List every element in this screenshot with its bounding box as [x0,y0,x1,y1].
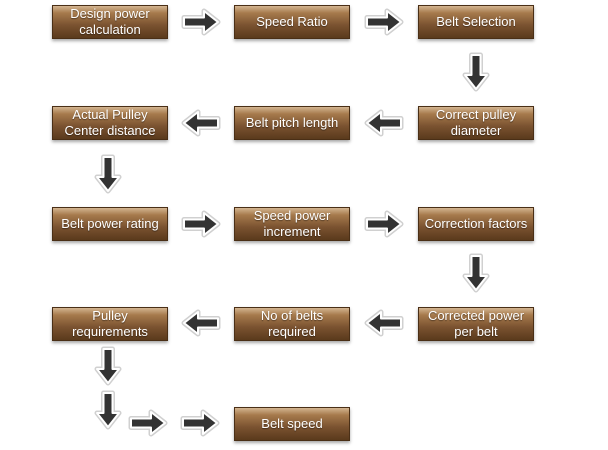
arrow-corrected-power-to-no-of-belts [364,309,404,337]
node-speed-ratio: Speed Ratio [234,5,350,39]
arrow-no-of-belts-to-pulley-req [181,309,221,337]
arrow-speed-increment-to-correction [364,210,404,238]
arrow-to-belt-speed-1 [128,409,168,437]
node-corrected-power-per-belt: Corrected power per belt [418,307,534,341]
node-pulley-requirements: Pulley requirements [52,307,168,341]
node-correct-pulley-diameter: Correct pulley diameter [418,106,534,140]
node-speed-power-increment: Speed power increment [234,207,350,241]
arrow-belt-selection-to-correct-pulley [462,52,490,92]
arrow-correct-pulley-to-belt-pitch [364,109,404,137]
arrow-to-belt-speed-2 [180,409,220,437]
arrow-belt-power-to-speed-increment [181,210,221,238]
node-belt-power-rating: Belt power rating [52,207,168,241]
arrow-center-distance-to-belt-power [94,154,122,194]
node-actual-pulley-center-distance: Actual Pulley Center distance [52,106,168,140]
arrow-pulley-req-down-2 [94,390,122,430]
node-no-of-belts-required: No of belts required [234,307,350,341]
node-belt-speed: Belt speed [234,407,350,441]
arrow-belt-pitch-to-center-distance [181,109,221,137]
arrow-design-to-speed-ratio [181,8,221,36]
node-design-power-calculation: Design power calculation [52,5,168,39]
node-belt-pitch-length: Belt pitch length [234,106,350,140]
node-belt-selection: Belt Selection [418,5,534,39]
node-correction-factors: Correction factors [418,207,534,241]
arrow-correction-to-corrected-power [462,253,490,293]
arrow-pulley-req-down-1 [94,346,122,386]
arrow-speed-ratio-to-belt-selection [364,8,404,36]
